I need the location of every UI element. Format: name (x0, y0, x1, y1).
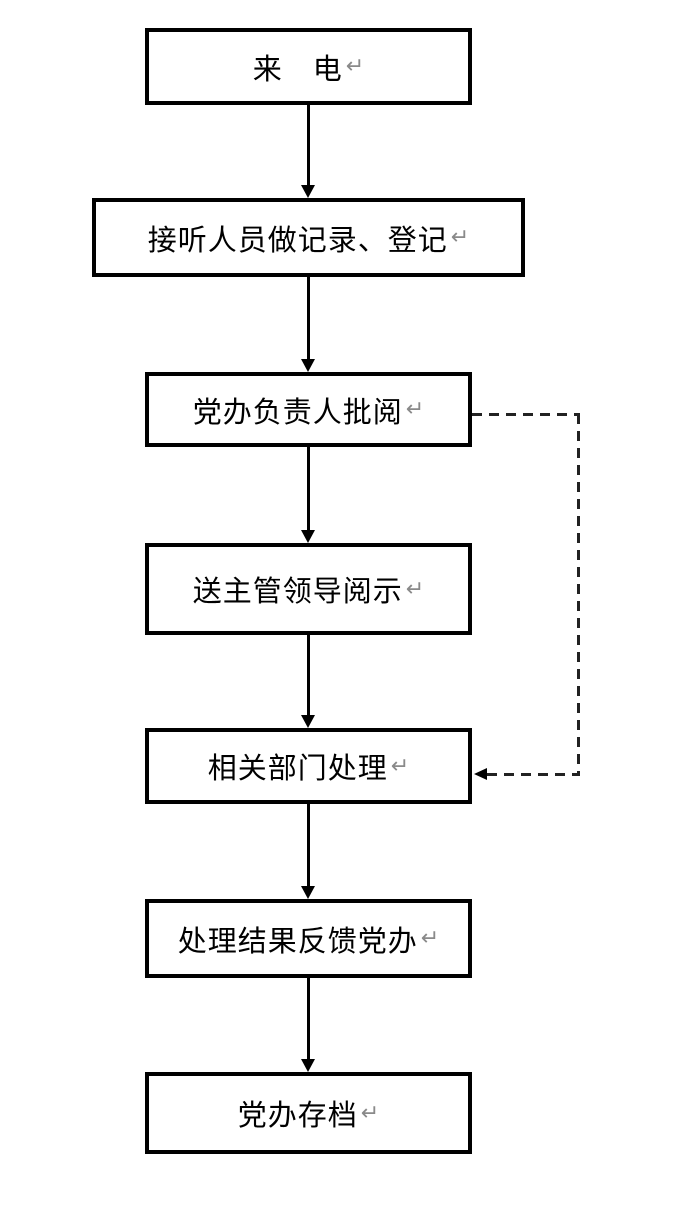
node-label: 来 电 (252, 51, 343, 86)
flow-node-send-to-leader-review: 送主管领导阅示↵ (145, 543, 472, 635)
arrowhead-down-icon (301, 715, 315, 728)
node-label: 党办存档 (237, 1098, 358, 1132)
arrow-line-leader-to-dept (307, 635, 310, 716)
paragraph-mark-icon: ↵ (450, 225, 470, 250)
arrow-line-feedback-to-archive (307, 978, 310, 1060)
flow-node-record-and-register: 接听人员做记录、登记↵ (92, 198, 525, 277)
node-label: 党办负责人批阅 (192, 394, 403, 429)
flow-node-related-dept-handle: 相关部门处理↵ (145, 728, 472, 804)
paragraph-mark-icon: ↵ (405, 397, 425, 422)
arrow-line-review-to-leader (307, 447, 310, 531)
arrowhead-left-icon (474, 768, 487, 780)
paragraph-mark-icon: ↵ (390, 753, 410, 779)
arrowhead-down-icon (301, 1059, 315, 1072)
arrowhead-down-icon (301, 185, 315, 198)
dashed-line-top-segment (472, 413, 580, 416)
flow-node-party-office-head-review: 党办负责人批阅↵ (145, 372, 472, 447)
flow-node-party-office-archive: 党办存档↵ (145, 1072, 472, 1154)
arrowhead-down-icon (301, 359, 315, 372)
dashed-line-bottom-segment (487, 773, 580, 776)
paragraph-mark-icon: ↵ (360, 1100, 380, 1126)
flow-node-incoming-call: 来 电↵ (145, 28, 472, 105)
node-label: 相关部门处理 (207, 751, 388, 785)
paragraph-mark-icon: ↵ (345, 54, 365, 79)
arrow-line-dept-to-feedback (307, 804, 310, 887)
dashed-line-vertical-segment (577, 414, 580, 774)
node-label: 处理结果反馈党办 (177, 923, 418, 958)
arrow-line-record-to-review (307, 277, 310, 360)
node-label: 送主管领导阅示 (192, 574, 403, 608)
paragraph-mark-icon: ↵ (420, 926, 440, 951)
arrow-line-call-to-record (307, 105, 310, 186)
node-label: 接听人员做记录、登记 (147, 222, 448, 257)
arrowhead-down-icon (301, 530, 315, 543)
paragraph-mark-icon: ↵ (405, 576, 425, 602)
arrowhead-down-icon (301, 886, 315, 899)
flow-node-result-feedback: 处理结果反馈党办↵ (145, 899, 472, 978)
